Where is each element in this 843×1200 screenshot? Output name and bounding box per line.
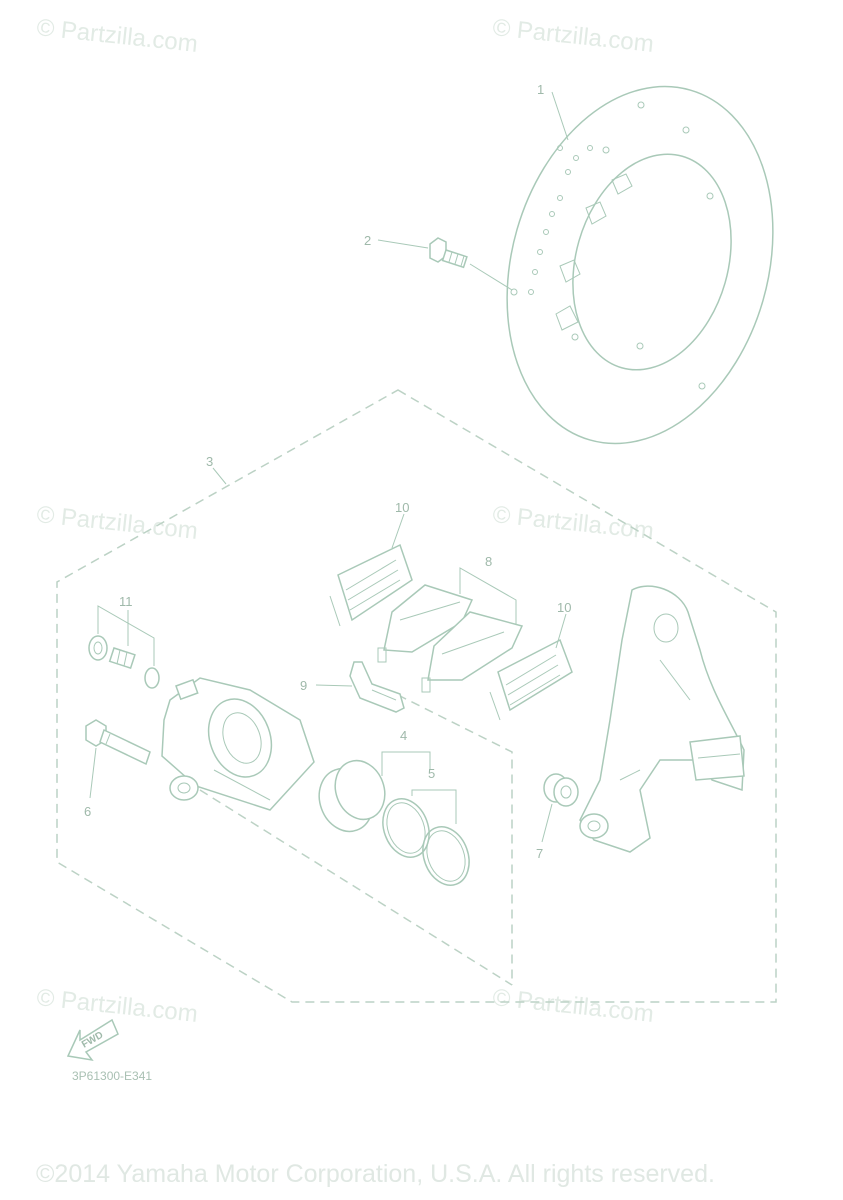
caliper-piston	[318, 759, 386, 833]
callout-5: 5	[428, 766, 435, 781]
leader-line	[89, 747, 97, 799]
pad-clip	[349, 661, 405, 713]
watermark: © Partzilla.com	[491, 984, 655, 1028]
watermark: © Partzilla.com	[35, 501, 199, 545]
caliper-body	[161, 677, 315, 811]
callout-8: 8	[485, 554, 492, 569]
leader-line	[377, 239, 429, 249]
caliper-bracket	[579, 585, 745, 853]
watermark: © Partzilla.com	[35, 984, 199, 1028]
callout-9: 9	[300, 678, 307, 693]
bleed-screw-set	[88, 635, 160, 689]
callout-7: 7	[536, 846, 543, 861]
leader-line	[469, 263, 513, 291]
callout-10b: 10	[557, 600, 571, 615]
piston-seals	[382, 798, 470, 886]
assembly-inner-line-2	[199, 789, 513, 986]
pad-spring-top	[329, 543, 413, 627]
brake-pads	[377, 584, 524, 693]
assembly-inner-line	[397, 694, 513, 985]
guide-pin-bolt	[85, 719, 151, 766]
leader-line	[541, 803, 553, 843]
callout-10: 10	[395, 500, 409, 515]
leader-line	[555, 613, 567, 649]
watermark: © Partzilla.com	[35, 14, 199, 58]
callout-3: 3	[206, 454, 213, 469]
leader-bracket	[411, 789, 457, 824]
callout-4: 4	[400, 728, 407, 743]
watermark: © Partzilla.com	[491, 14, 655, 58]
leader-bracket	[381, 751, 431, 776]
pad-spring-right	[489, 638, 573, 721]
leader-line	[391, 513, 405, 549]
leader-bracket	[97, 605, 155, 666]
brake-disc	[506, 85, 774, 445]
copyright-notice: ©2014 Yamaha Motor Corporation, U.S.A. A…	[36, 1160, 715, 1188]
leader-bracket	[459, 567, 517, 624]
watermarks: © Partzilla.com © Partzilla.com © Partzi…	[35, 14, 655, 1028]
watermark: © Partzilla.com	[491, 501, 655, 545]
leader-line	[551, 91, 569, 141]
disc-bolt	[429, 237, 468, 269]
callout-2: 2	[364, 233, 371, 248]
pin-boot	[543, 773, 579, 807]
assembly-boundary	[56, 389, 777, 1003]
callout-1: 1	[537, 82, 544, 97]
diagram-code: 3P61300-E341	[72, 1069, 153, 1083]
leader-line	[212, 467, 227, 485]
forward-arrow-icon: FWD	[66, 1018, 119, 1062]
callout-6: 6	[84, 804, 91, 819]
callout-11: 11	[119, 594, 133, 609]
leader-line	[315, 684, 353, 687]
